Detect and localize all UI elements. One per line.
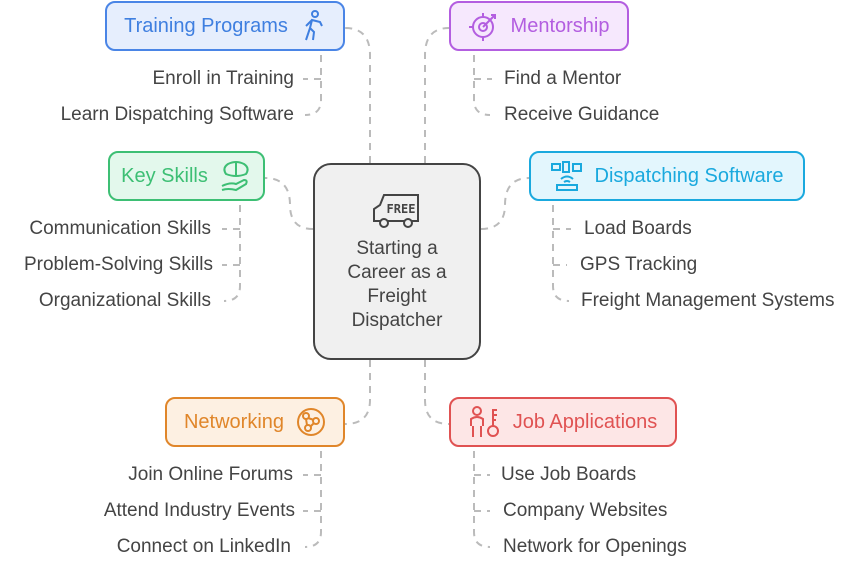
list-item: Communication Skills [29, 218, 211, 239]
list-item: Receive Guidance [504, 104, 660, 125]
central-topic-title: Starting a Career as a Freight Dispatche… [347, 237, 447, 331]
category-label: Networking [183, 410, 285, 433]
person-key-icon [469, 406, 499, 437]
category-label: Key Skills [121, 164, 208, 187]
list-item: GPS Tracking [580, 254, 698, 275]
list-item: Find a Mentor [504, 68, 622, 89]
category-label: Mentorship [510, 14, 610, 37]
category-training-programs[interactable]: Training Programs [105, 1, 345, 51]
target-icon [468, 13, 496, 41]
list-item: Connect on LinkedIn [116, 536, 291, 557]
list-item: Attend Industry Events [103, 500, 295, 521]
list-item: Learn Dispatching Software [60, 104, 294, 125]
category-networking[interactable]: Networking [165, 397, 345, 447]
list-item: Network for Openings [503, 536, 687, 557]
category-label: Job Applications [512, 410, 658, 433]
list-item: Join Online Forums [128, 464, 293, 485]
category-mentorship[interactable]: Mentorship [449, 1, 629, 51]
list-item: Freight Management Systems [581, 290, 835, 311]
list-item: Enroll in Training [152, 68, 294, 89]
category-label: Dispatching Software [594, 164, 784, 187]
category-job-applications[interactable]: Job Applications [449, 397, 677, 447]
globe-network-icon [297, 408, 326, 436]
list-item: Use Job Boards [501, 464, 637, 485]
category-label: Training Programs [124, 14, 288, 37]
list-item: Load Boards [584, 218, 692, 239]
central-topic: FREE Starting a Career as a Freight Disp… [313, 163, 481, 360]
list-item: Company Websites [503, 500, 668, 521]
network-devices-icon [550, 161, 582, 191]
list-item: Organizational Skills [38, 290, 211, 311]
list-item: Problem-Solving Skills [23, 254, 213, 275]
brain-hand-icon [221, 161, 249, 192]
svg-text:FREE: FREE [387, 202, 416, 216]
category-dispatching-software[interactable]: Dispatching Software [529, 151, 805, 201]
category-key-skills[interactable]: Key Skills [108, 151, 265, 201]
running-person-icon [304, 10, 323, 41]
free-delivery-truck-icon: FREE [373, 193, 419, 228]
